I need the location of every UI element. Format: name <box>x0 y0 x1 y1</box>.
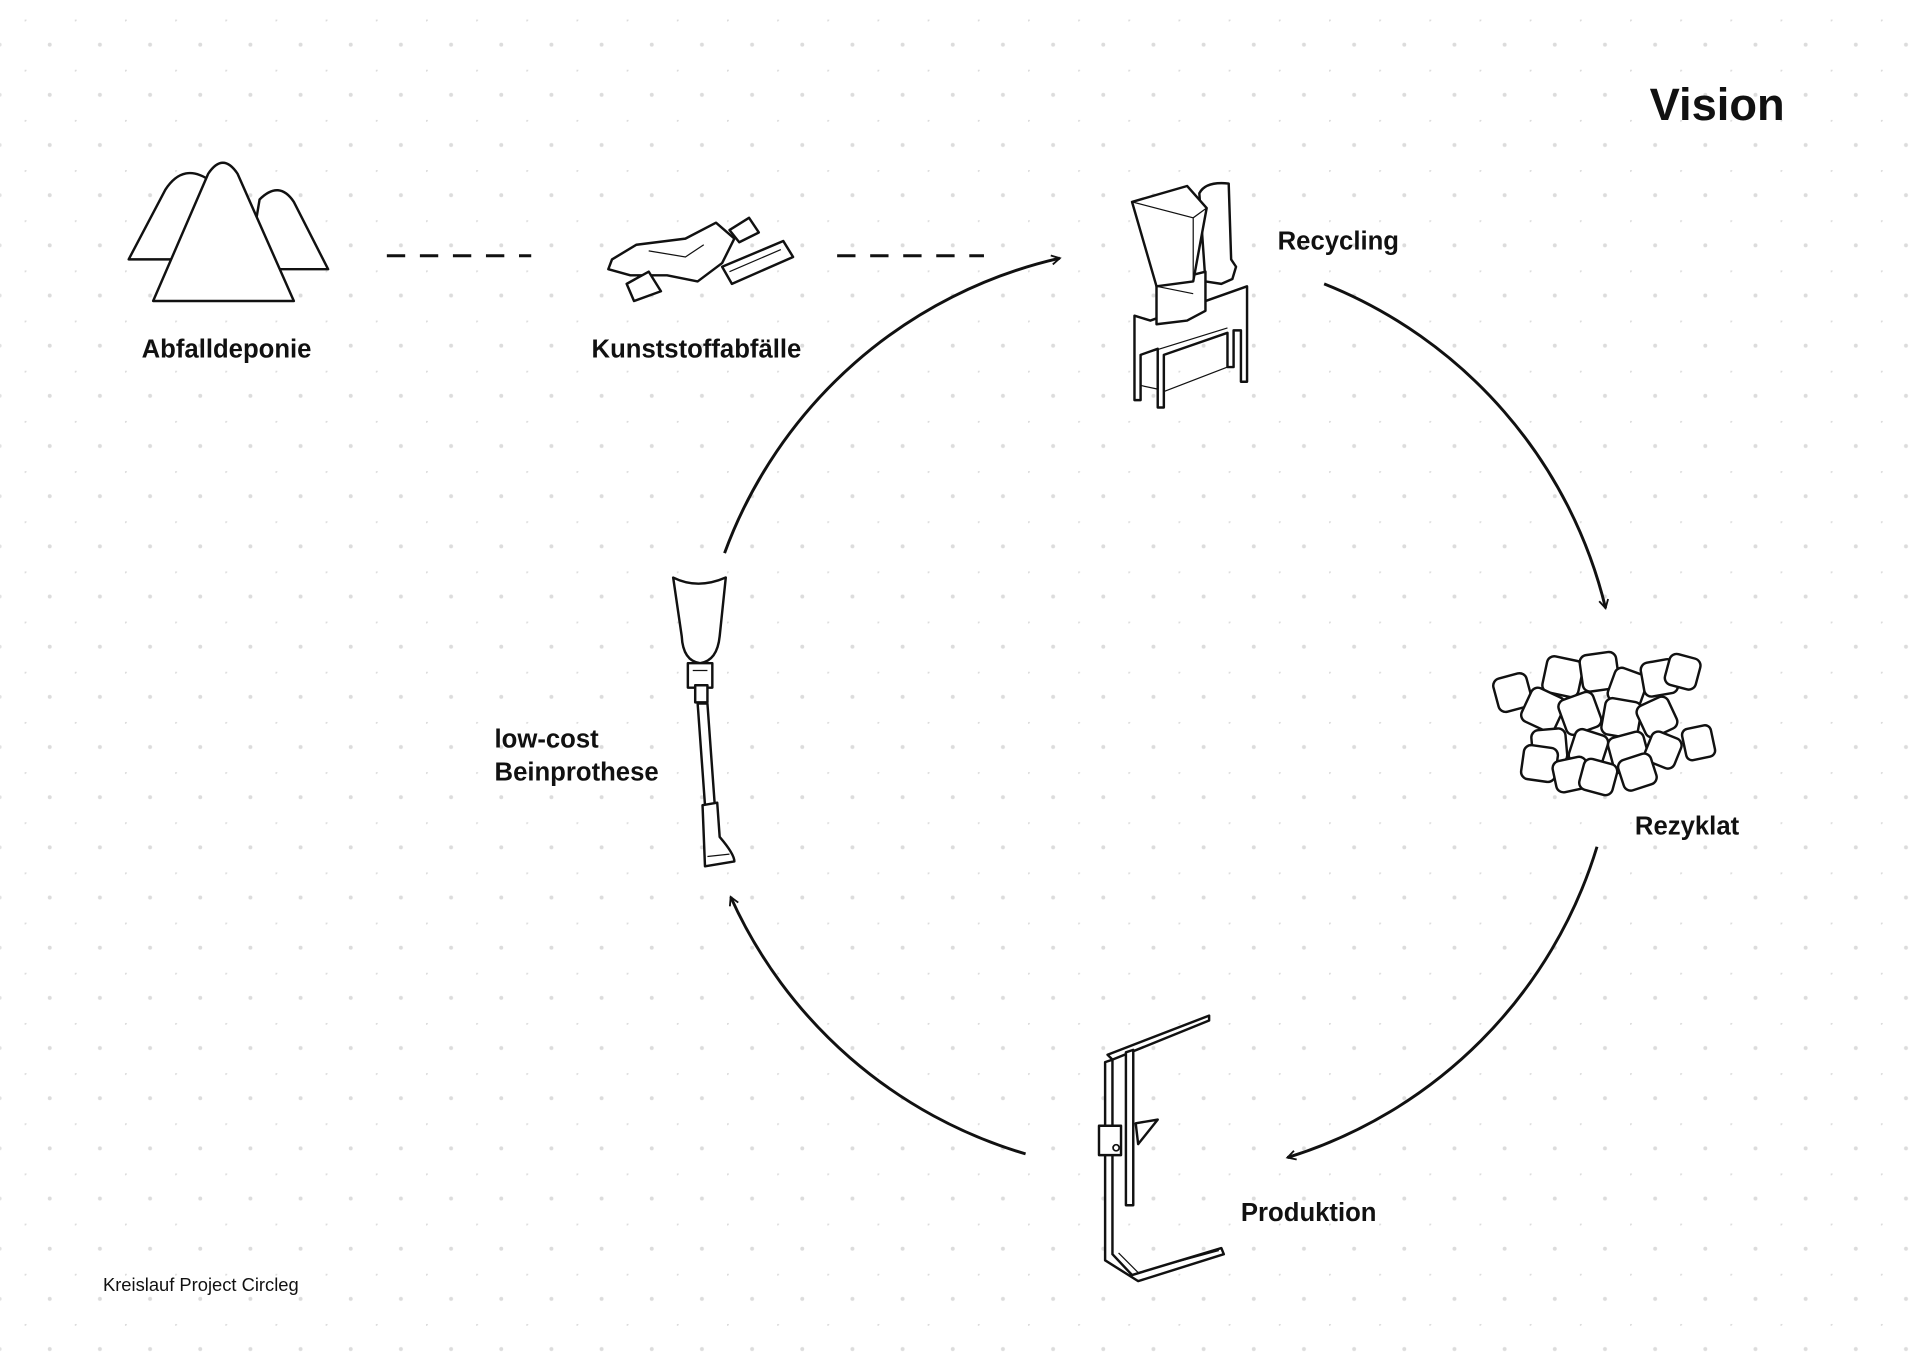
arrow-prosthesis-to-recycling <box>723 258 1060 554</box>
arrow-recyclate-to-production <box>1287 846 1599 1158</box>
label-prosthesis-line1: low-cost <box>495 726 600 754</box>
label-recyclate: Rezyklat <box>1635 813 1740 841</box>
label-plastic-waste: Kunststoffabfälle <box>592 335 802 363</box>
plastic-waste-icon <box>607 216 795 303</box>
label-landfill: Abfalldeponie <box>142 335 312 363</box>
label-prosthesis-line2: Beinprothese <box>495 759 659 787</box>
shredder-machine-icon <box>1130 181 1249 409</box>
arrow-recycling-to-recyclate <box>1323 282 1605 608</box>
production-machine-icon <box>1097 1014 1226 1283</box>
leg-prosthesis-icon <box>671 576 736 868</box>
landfill-mountains-icon <box>127 161 330 303</box>
footer-caption: Kreislauf Project Circleg <box>103 1274 299 1295</box>
arrow-production-to-prosthesis <box>731 897 1026 1156</box>
label-recycling: Recycling <box>1278 228 1399 256</box>
label-production: Produktion <box>1241 1199 1377 1227</box>
recyclate-pellets-icon <box>1492 650 1717 797</box>
page-title: Vision <box>1650 79 1785 130</box>
